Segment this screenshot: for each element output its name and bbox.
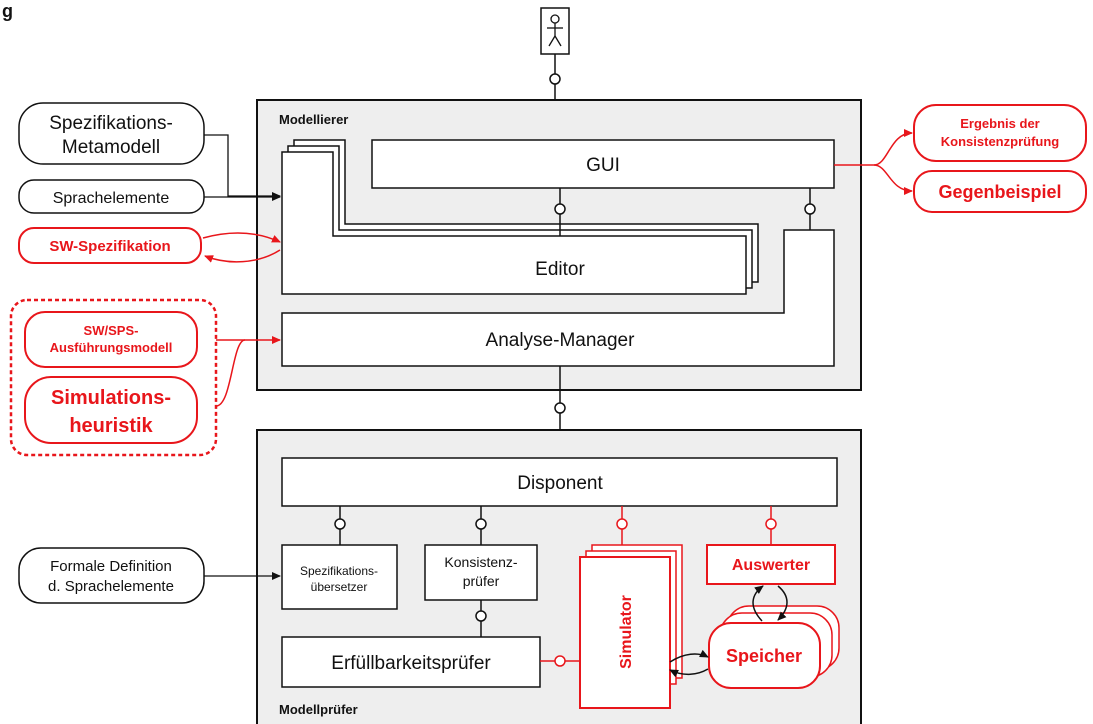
user-interface-socket — [549, 54, 561, 100]
sw-spezifikation-node: SW-Spezifikation — [18, 227, 202, 264]
sprachelemente-node: Sprachelemente — [18, 179, 205, 214]
simulator-to-speicher-arrow — [669, 649, 709, 663]
gui-label: GUI — [586, 155, 620, 176]
svg-text:Ausführungsmodell: Ausführungsmodell — [50, 340, 173, 355]
disponent-auswerter-socket — [765, 506, 777, 545]
svg-text:Sprachelemente: Sprachelemente — [53, 190, 170, 207]
svg-text:Konsistenz-: Konsistenz- — [444, 554, 517, 570]
auswerter-box: Auswerter — [706, 544, 836, 585]
gui-analyse-socket — [804, 188, 816, 230]
metamodell-arrow — [204, 134, 281, 200]
svg-text:Simulations-: Simulations- — [51, 387, 171, 409]
svg-text:SW-Spezifikation: SW-Spezifikation — [49, 238, 170, 255]
simulator-label: Simulator — [618, 595, 635, 669]
auswerter-to-speicher-arrow — [777, 585, 788, 621]
konsistenzpruefer-box: Konsistenz- prüfer — [424, 544, 538, 601]
sw-spezifikation-out-arrow — [204, 249, 281, 263]
svg-text:heuristik: heuristik — [69, 415, 153, 437]
svg-text:Konsistenzprüfung: Konsistenzprüfung — [941, 134, 1059, 149]
speicher-label: Speicher — [726, 646, 802, 666]
disponent-box: Disponent — [281, 457, 838, 507]
svg-text:SW/SPS-: SW/SPS- — [84, 323, 139, 338]
gegenbeispiel-node: Gegenbeispiel — [913, 170, 1087, 213]
svg-text:Metamodell: Metamodell — [62, 137, 160, 158]
spezifikations-metamodell-node: Spezifikations- Metamodell — [18, 102, 205, 165]
simulationsheuristik-node: Simulations- heuristik — [24, 376, 198, 444]
modellierer-title: Modellierer — [279, 112, 348, 127]
svg-text:übersetzer: übersetzer — [311, 580, 368, 594]
erfuellbarkeit-simulator-socket — [540, 655, 580, 667]
analyse-manager-box: Analyse-Manager — [281, 229, 835, 367]
disponent-uebersetzer-socket — [334, 506, 346, 545]
simulator-stack: Simulator — [579, 544, 683, 709]
disponent-label: Disponent — [517, 473, 603, 494]
gegenbeispiel-arrow — [873, 164, 913, 195]
ergebnis-konsistenzpruefung-node: Ergebnis der Konsistenzprüfung — [913, 104, 1087, 162]
header-fragment: g — [2, 1, 13, 21]
modellpruefer-title: Modellprüfer — [279, 702, 358, 717]
ergebnis-arrow — [873, 129, 913, 166]
sw-spezifikation-in-arrow — [202, 232, 281, 243]
heuristik-connector — [215, 339, 246, 407]
svg-text:prüfer: prüfer — [463, 573, 500, 589]
editor-label: Editor — [535, 259, 585, 280]
execution-inputs-group: SW/SPS- Ausführungsmodell Simulations- h… — [9, 298, 218, 457]
svg-text:Gegenbeispiel: Gegenbeispiel — [938, 182, 1061, 202]
svg-text:Spezifikations-: Spezifikations- — [49, 113, 173, 134]
speicher-to-simulator-arrow — [669, 668, 709, 678]
disponent-konsistenz-socket — [475, 506, 487, 545]
modellierer-modellpruefer-socket — [554, 366, 566, 430]
sw-sps-ausfuehrungsmodell-node: SW/SPS- Ausführungsmodell — [24, 311, 198, 368]
speicher-stack: Speicher — [708, 605, 840, 689]
gui-editor-socket — [554, 188, 566, 236]
erfuellbarkeitspruefer-box: Erfüllbarkeitsprüfer — [281, 636, 541, 688]
svg-text:Erfüllbarkeitsprüfer: Erfüllbarkeitsprüfer — [331, 653, 491, 674]
editor-stack: Editor — [281, 139, 759, 295]
formale-definition-node: Formale Definition d. Sprachelemente — [18, 547, 205, 604]
stick-figure-icon — [540, 7, 570, 55]
svg-text:d. Sprachelemente: d. Sprachelemente — [48, 578, 174, 595]
svg-text:Auswerter: Auswerter — [732, 557, 810, 574]
analyse-manager-label: Analyse-Manager — [486, 330, 636, 351]
speicher-to-auswerter-arrow — [752, 585, 764, 622]
svg-text:Ergebnis der: Ergebnis der — [960, 116, 1039, 131]
konsistenz-erfuellbarkeit-socket — [475, 600, 487, 637]
svg-text:Spezifikations-: Spezifikations- — [300, 564, 378, 578]
spezifikationsuebersetzer-box: Spezifikations- übersetzer — [281, 544, 398, 610]
svg-text:Formale Definition: Formale Definition — [50, 558, 172, 575]
gui-box: GUI — [371, 139, 835, 189]
